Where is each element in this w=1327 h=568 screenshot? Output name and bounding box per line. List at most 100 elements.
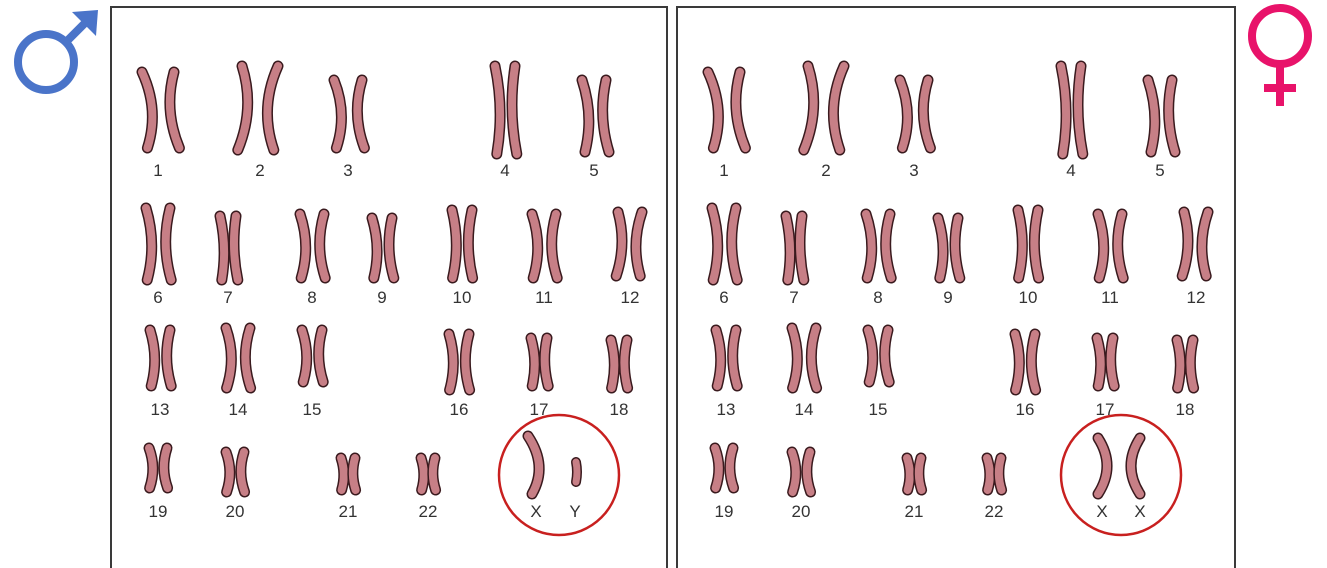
chromosome-pair: [786, 216, 804, 280]
chromosome-pair: [1098, 214, 1123, 278]
chromosome-label: 1: [719, 161, 728, 180]
chromosome-pair: [1148, 80, 1175, 152]
chromosome-label: 19: [715, 502, 734, 521]
female-karyotype: 1 2 3 4 5 6 7 8 9 10 11 12 13 14 15 16 1…: [678, 8, 1234, 568]
male-karyotype: 1 2 3 4 5 6 7 8 9 10 11 12 13 14 15 16 1…: [112, 8, 666, 568]
chromosome-label: 21: [905, 502, 924, 521]
chromosome-label: 12: [1187, 288, 1206, 307]
chromosome-pair: [907, 458, 922, 490]
chromosome-pair: [582, 80, 609, 152]
female-symbol-icon: [1240, 0, 1320, 112]
chromosome-label: 5: [1155, 161, 1164, 180]
chromosome-label: 9: [377, 288, 386, 307]
chromosome-label: 4: [1066, 161, 1075, 180]
chromosome-label: 3: [909, 161, 918, 180]
chromosome-label: 8: [307, 288, 316, 307]
chromosome-label: 15: [869, 400, 888, 419]
chromosome-pair: [792, 328, 817, 388]
chromosome-label: 21: [339, 502, 358, 521]
chromosome-label: 10: [1019, 288, 1038, 307]
chromosome-label: 2: [821, 161, 830, 180]
chromosome-pair: [868, 330, 889, 382]
chromosome-label: 6: [153, 288, 162, 307]
chromosome-label: 17: [530, 400, 549, 419]
male-karyotype-panel: 1 2 3 4 5 6 7 8 9 10 11 12 13 14 15 16 1…: [110, 6, 668, 568]
chromosome-pair: [708, 72, 745, 148]
chromosome-label: 7: [789, 288, 798, 307]
chromosome-label: 12: [621, 288, 640, 307]
chromosome-pair: [238, 66, 278, 150]
sex-chromosomes: [1098, 438, 1140, 494]
chromosome-pair: [300, 214, 325, 278]
chromosome-pair: [421, 458, 436, 490]
chromosome-pair: [1182, 212, 1208, 276]
chromosome-label: 6: [719, 288, 728, 307]
chromosome-pair: [142, 72, 179, 148]
chromosome-pair: [220, 216, 238, 280]
chromosome-pair: [900, 80, 930, 148]
chromosome-label: 8: [873, 288, 882, 307]
chromosome-pair: [532, 214, 557, 278]
sex-chromosome-highlight-circle: [1061, 415, 1181, 535]
chromosome-pair: [341, 458, 356, 490]
chromosome-label: 13: [717, 400, 736, 419]
chromosome-pair: [495, 66, 517, 154]
chromosome-label: 18: [610, 400, 629, 419]
chromosome-label: 15: [303, 400, 322, 419]
chromosome-pair: [449, 334, 470, 390]
chromosome-label: 7: [223, 288, 232, 307]
chromosome-pair: [334, 80, 364, 148]
sex-chromosome-label: X: [1134, 502, 1145, 521]
chromosome-pair: [452, 210, 473, 278]
chromosome-pair: [716, 330, 737, 386]
chromosome-pair: [804, 66, 844, 150]
chromosome-pair: [866, 214, 891, 278]
chromosome-label: 20: [792, 502, 811, 521]
chromosome-pair: [938, 218, 960, 278]
chromosome-pair: [715, 448, 734, 488]
chromosome-pair: [149, 448, 168, 488]
chromosome-pair: [1015, 334, 1036, 390]
male-symbol-icon: [6, 8, 102, 100]
chromosome-label: 17: [1096, 400, 1115, 419]
chromosome-label: 18: [1176, 400, 1195, 419]
chromosome-label: 14: [229, 400, 248, 419]
chromosome-label: 16: [450, 400, 469, 419]
chromosome-pair: [611, 340, 628, 388]
chromosome-pair: [1177, 340, 1194, 388]
chromosome-label: 14: [795, 400, 814, 419]
chromosome-label: 2: [255, 161, 264, 180]
chromosome-label: 16: [1016, 400, 1035, 419]
chromosome-pair: [150, 330, 171, 386]
chromosome-label: 9: [943, 288, 952, 307]
chromosome-pair: [1097, 338, 1114, 386]
chromosome-pair: [987, 458, 1002, 490]
chromosome-label: 22: [419, 502, 438, 521]
chromosome-label: 13: [151, 400, 170, 419]
chromosome-pair: [372, 218, 394, 278]
chromosome-label: 1: [153, 161, 162, 180]
sex-chromosome-highlight-circle: [499, 415, 619, 535]
chromosome-label: 11: [1101, 288, 1119, 307]
chromosome-pair: [302, 330, 323, 382]
female-karyotype-panel: 1 2 3 4 5 6 7 8 9 10 11 12 13 14 15 16 1…: [676, 6, 1236, 568]
chromosome-label: 11: [535, 288, 553, 307]
chromosome-pair: [531, 338, 548, 386]
sex-chromosome-label: X: [530, 502, 541, 521]
chromosome-pair: [792, 452, 811, 492]
chromosome-pair: [616, 212, 642, 276]
chromosome-pair: [226, 328, 251, 388]
chromosome-pair: [1061, 66, 1083, 154]
chromosome-pair: [1018, 210, 1039, 278]
chromosome-label: 3: [343, 161, 352, 180]
chromosome-label: 22: [985, 502, 1004, 521]
sex-chromosome-label: X: [1096, 502, 1107, 521]
chromosome-pair: [712, 208, 737, 280]
chromosome-label: 19: [149, 502, 168, 521]
chromosome-label: 20: [226, 502, 245, 521]
sex-chromosomes: [528, 436, 577, 494]
chromosome-pair: [226, 452, 245, 492]
chromosome-label: 10: [453, 288, 472, 307]
chromosome-label: 5: [589, 161, 598, 180]
chromosome-pair: [146, 208, 171, 280]
